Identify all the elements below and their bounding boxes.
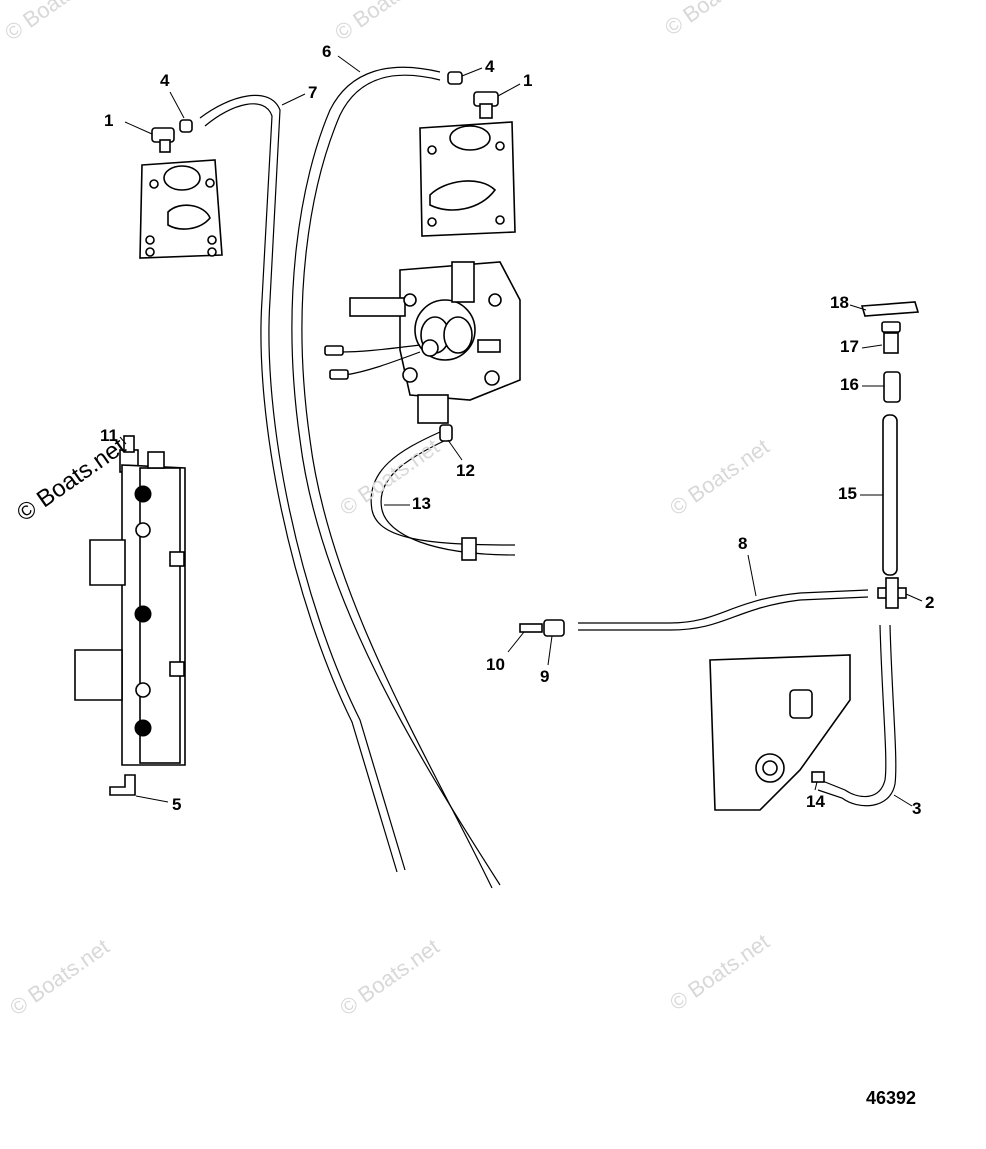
fuel-pump-assembly bbox=[74, 435, 186, 766]
cylinder-block-section bbox=[709, 654, 851, 811]
hose-6 bbox=[291, 66, 501, 889]
callout-6: 6 bbox=[322, 42, 332, 61]
fitting-1-right bbox=[473, 91, 499, 119]
callout-16: 16 bbox=[840, 375, 859, 394]
fitting-17 bbox=[881, 321, 901, 354]
callout-1-right: 1 bbox=[523, 71, 533, 90]
callout-4-left: 4 bbox=[160, 71, 170, 90]
callout-8: 8 bbox=[738, 534, 748, 553]
carburetor bbox=[324, 261, 521, 424]
callout-18: 18 bbox=[830, 293, 849, 312]
mount-plate-right bbox=[419, 121, 516, 237]
fitting-1-left bbox=[151, 127, 175, 153]
callout-4-right: 4 bbox=[485, 57, 495, 76]
callout-5: 5 bbox=[172, 795, 182, 814]
fitting-4-left bbox=[179, 119, 193, 133]
callout-10: 10 bbox=[486, 655, 505, 674]
callout-3: 3 bbox=[912, 799, 922, 818]
fitting-4-right bbox=[447, 71, 463, 85]
callout-11: 11 bbox=[100, 426, 118, 445]
callout-13: 13 bbox=[412, 494, 431, 513]
hose-13 bbox=[370, 424, 516, 561]
callout-7: 7 bbox=[308, 83, 318, 102]
fitting-9 bbox=[543, 619, 565, 637]
fitting-16 bbox=[883, 371, 901, 403]
callout-1-left: 1 bbox=[104, 111, 114, 130]
fitting-10 bbox=[519, 623, 543, 633]
hose-7 bbox=[199, 94, 406, 873]
callout-12: 12 bbox=[456, 461, 475, 480]
tee-2 bbox=[877, 577, 907, 609]
elbow-5 bbox=[109, 774, 136, 796]
callout-15: 15 bbox=[838, 484, 857, 503]
clip-18 bbox=[860, 301, 920, 317]
callout-14: 14 bbox=[806, 792, 825, 811]
callout-2: 2 bbox=[925, 593, 935, 612]
callout-9: 9 bbox=[540, 667, 550, 686]
drawing-number: 46392 bbox=[866, 1088, 917, 1108]
callout-17: 17 bbox=[840, 337, 859, 356]
hose-8 bbox=[578, 589, 869, 631]
mount-plate-left bbox=[139, 159, 223, 259]
hose-3 bbox=[817, 624, 897, 807]
